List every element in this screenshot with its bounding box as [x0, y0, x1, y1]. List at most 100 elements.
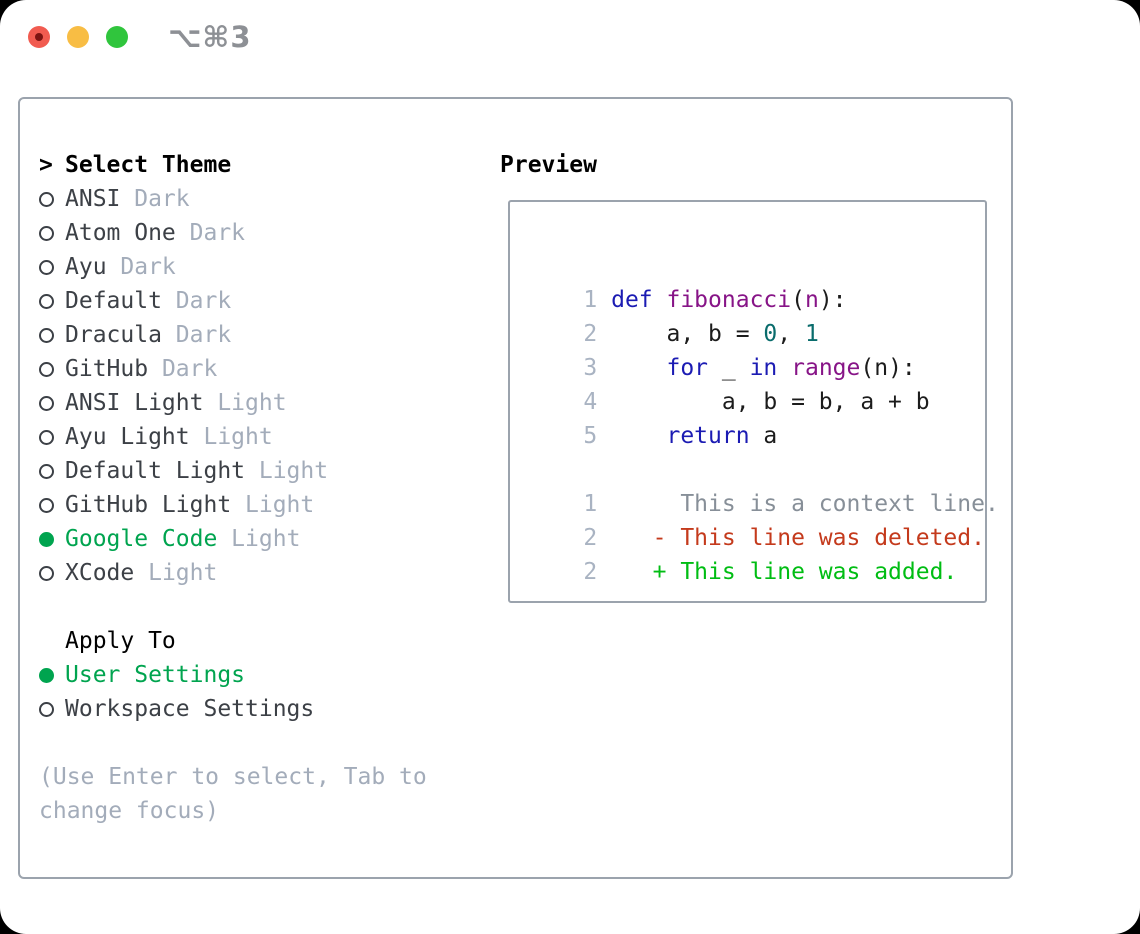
marker-cell — [39, 327, 65, 343]
marker-cell: > — [39, 148, 65, 182]
radio-icon — [39, 191, 54, 207]
radio-icon — [39, 259, 54, 275]
code-segment: a, b = b, a + b — [611, 389, 930, 415]
code-line: 2 - This line was deleted. — [528, 487, 999, 551]
theme-item[interactable]: Ayu Light Light — [39, 420, 427, 454]
theme-item-variant: Light — [189, 424, 273, 450]
theme-item[interactable]: Atom One Dark — [39, 216, 427, 250]
code-segment: n — [804, 287, 819, 313]
theme-list: ANSI Dark Atom One Dark Ayu Dark Default… — [39, 182, 427, 590]
help-line: (Use Enter to select, Tab to — [39, 764, 427, 790]
theme-item-variant: Light — [245, 458, 329, 484]
code-line: 2 + This line was added. — [528, 521, 999, 585]
code-segment — [611, 423, 666, 449]
theme-item-label: Default — [65, 288, 162, 314]
minimize-icon[interactable] — [67, 26, 89, 48]
theme-item[interactable]: Google Code Light — [39, 522, 427, 556]
apply-to-section: Apply To User Settings Workspace Setting… — [39, 624, 427, 726]
code-segment: This is a context line. — [597, 491, 999, 517]
theme-item[interactable]: ANSI Dark — [39, 182, 427, 216]
apply-option[interactable]: User Settings — [39, 658, 427, 692]
preview-box: 1 def fibonacci(n): 2 a, b = 0, 1 3 for … — [508, 200, 999, 603]
code-segment: def — [611, 287, 667, 313]
select-theme-title: Select Theme — [65, 152, 232, 178]
code-line-content: return a — [611, 423, 777, 449]
theme-item-variant: Light — [231, 492, 315, 518]
marker-cell — [39, 429, 65, 445]
code-segment: + This line was added. — [597, 559, 958, 585]
marker-cell — [39, 701, 65, 717]
code-segment: return — [666, 423, 750, 449]
code-segment: for — [666, 355, 709, 381]
titlebar: ⌥⌘3 — [0, 0, 1140, 74]
code-line: 3 for _ in range(n): — [528, 317, 999, 381]
theme-item-label: Atom One — [65, 220, 176, 246]
theme-picker-panel: > Select Theme ANSI Dark Atom One Dark A… — [18, 97, 1013, 879]
code-segment: range — [791, 355, 861, 381]
theme-item[interactable]: Default Dark — [39, 284, 427, 318]
radio-icon — [39, 429, 54, 445]
left-column: > Select Theme ANSI Dark Atom One Dark A… — [39, 148, 427, 828]
theme-item-variant: Dark — [148, 356, 218, 382]
apply-option-label: User Settings — [65, 662, 246, 688]
help-text: (Use Enter to select, Tab to change focu… — [39, 760, 427, 828]
theme-item[interactable]: GitHub Light Light — [39, 488, 427, 522]
theme-item[interactable]: Ayu Dark — [39, 250, 427, 284]
marker-cell — [39, 225, 65, 241]
code-line-content: for _ in range(n): — [611, 355, 916, 381]
theme-item-label: GitHub Light — [65, 492, 232, 518]
radio-icon — [39, 225, 54, 241]
line-number: 2 — [583, 559, 598, 585]
code-line-content: def fibonacci(n): — [611, 287, 846, 313]
theme-item-label: ANSI Light — [65, 390, 204, 416]
line-number: 4 — [583, 389, 612, 415]
help-line: change focus) — [39, 798, 220, 824]
code-segment: _ — [708, 355, 750, 381]
radio-icon — [39, 497, 54, 513]
radio-icon — [39, 531, 54, 547]
radio-icon — [39, 293, 54, 309]
theme-item-label: Google Code — [65, 526, 218, 552]
theme-item-label: XCode — [65, 560, 135, 586]
theme-item-label: GitHub — [65, 356, 149, 382]
code-segment: fibonacci — [666, 287, 792, 313]
line-number: 2 — [583, 525, 598, 551]
marker-cell — [39, 191, 65, 207]
radio-icon — [39, 701, 54, 717]
marker-cell — [39, 463, 65, 479]
select-theme-title-row: > Select Theme — [39, 148, 427, 182]
marker-cell — [39, 667, 65, 683]
theme-item[interactable]: XCode Light — [39, 556, 427, 590]
theme-item[interactable]: Default Light Light — [39, 454, 427, 488]
theme-item-label: Dracula — [65, 322, 162, 348]
theme-item[interactable]: GitHub Dark — [39, 352, 427, 386]
code-segment: (n): — [860, 355, 916, 381]
line-number: 1 — [583, 491, 598, 517]
theme-item-label: ANSI — [65, 186, 121, 212]
preview-title: Preview — [500, 152, 597, 178]
maximize-icon[interactable] — [106, 26, 128, 48]
code-segment: - This line was deleted. — [597, 525, 985, 551]
code-segment: in — [749, 355, 778, 381]
code-segment — [777, 355, 791, 381]
apply-to-title: Apply To — [65, 628, 176, 654]
theme-item[interactable]: Dracula Dark — [39, 318, 427, 352]
apply-option[interactable]: Workspace Settings — [39, 692, 427, 726]
marker-cell — [39, 259, 65, 275]
radio-icon — [39, 395, 54, 411]
cursor-icon: > — [39, 152, 53, 178]
theme-item-variant: Dark — [161, 288, 232, 314]
theme-item-label: Ayu Light — [65, 424, 190, 450]
theme-item-label: Default Light — [65, 458, 246, 484]
marker-cell — [39, 361, 65, 377]
code-line: 4 a, b = b, a + b — [528, 351, 999, 415]
theme-item[interactable]: ANSI Light Light — [39, 386, 427, 420]
theme-item-variant: Dark — [161, 322, 232, 348]
code-line: 5 return a — [528, 385, 999, 449]
window-shortcut-label: ⌥⌘3 — [168, 20, 252, 54]
code-line-content: This is a context line. — [597, 491, 999, 517]
preview-code: 1 def fibonacci(n): 2 a, b = 0, 1 3 for … — [528, 249, 999, 585]
theme-item-variant: Dark — [106, 254, 176, 280]
close-icon[interactable] — [28, 26, 50, 48]
